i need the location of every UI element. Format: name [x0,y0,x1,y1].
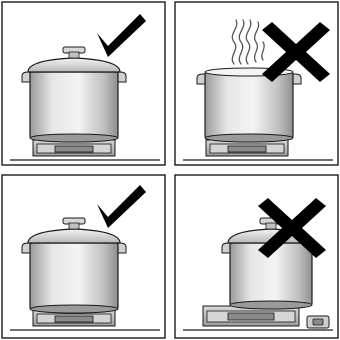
cooking-pot [22,72,126,142]
cooking-pot-uncovered [197,68,301,142]
stove-knob-icon [307,316,329,328]
cooking-pot [22,243,126,313]
